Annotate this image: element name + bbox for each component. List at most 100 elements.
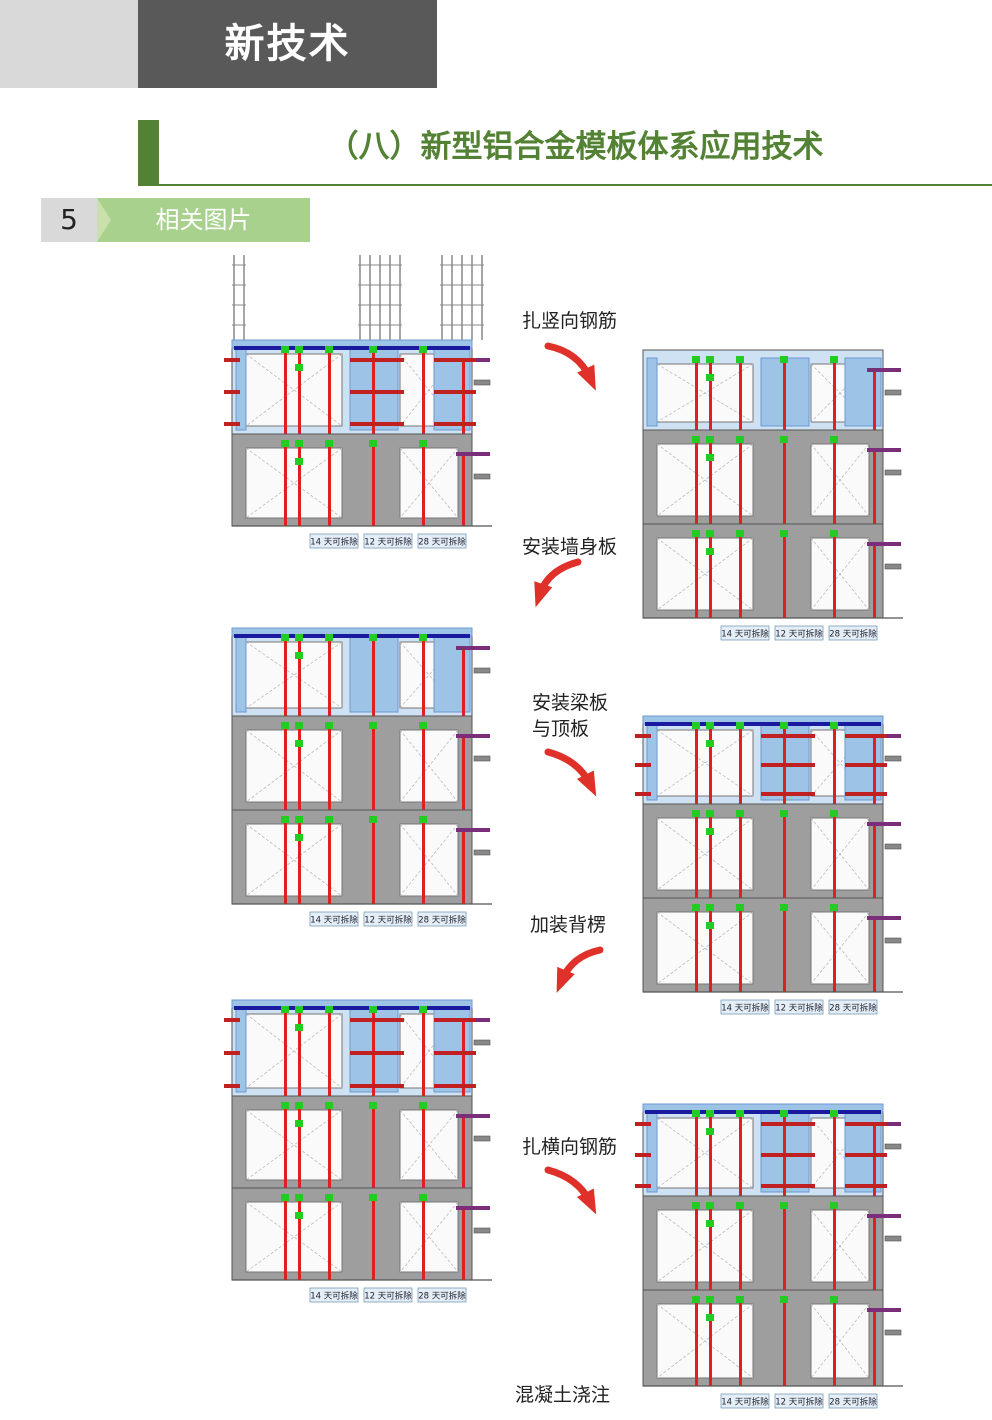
edge-post bbox=[873, 1216, 876, 1290]
rebar-column bbox=[328, 1198, 331, 1280]
support-node bbox=[419, 1006, 427, 1013]
support-node bbox=[325, 1006, 333, 1013]
stage-label-box bbox=[363, 533, 413, 549]
rebar-column bbox=[298, 1106, 301, 1188]
support-node bbox=[706, 828, 714, 835]
support-node bbox=[830, 722, 838, 729]
waler-brace bbox=[224, 358, 240, 362]
edge-post bbox=[873, 736, 876, 804]
rebar-column bbox=[284, 1198, 287, 1280]
wall-opening bbox=[245, 447, 343, 519]
rebar-column bbox=[372, 1106, 375, 1188]
rebar-column bbox=[739, 1114, 742, 1196]
rebar-column bbox=[422, 638, 425, 716]
opening-diagonal bbox=[810, 911, 870, 985]
stage-label: 12 天可拆除 bbox=[364, 1291, 412, 1302]
rebar-column bbox=[739, 1300, 742, 1386]
support-node bbox=[692, 904, 700, 911]
rebar-column bbox=[709, 726, 712, 804]
step-arrow-icon bbox=[534, 558, 582, 608]
support-node bbox=[830, 1110, 838, 1117]
support-node bbox=[295, 740, 303, 747]
balcony-ledge bbox=[884, 1143, 902, 1150]
waler-brace bbox=[635, 763, 651, 767]
rebar-column bbox=[833, 1114, 836, 1196]
opening-diagonal bbox=[399, 823, 459, 897]
support-node bbox=[419, 722, 427, 729]
balcony-ledge bbox=[884, 1235, 902, 1242]
support-node bbox=[780, 1296, 788, 1303]
support-node bbox=[369, 440, 377, 447]
waler-brace bbox=[635, 1153, 651, 1157]
rebar-column bbox=[695, 726, 698, 804]
section-label-box: 相关图片 bbox=[97, 198, 310, 242]
waler-brace bbox=[761, 1153, 815, 1157]
edge-post bbox=[873, 450, 876, 524]
formwork-panel bbox=[646, 357, 658, 427]
rebar-column bbox=[783, 440, 786, 524]
support-node bbox=[736, 356, 744, 363]
slab-edge-line bbox=[645, 722, 881, 726]
rebar-column bbox=[298, 638, 301, 716]
support-node bbox=[295, 440, 303, 447]
balcony-ledge bbox=[884, 563, 902, 570]
page-title: （八）新型铝合金模板体系应用技术 bbox=[327, 129, 824, 165]
edge-bracket bbox=[456, 734, 490, 738]
stage-label-box bbox=[363, 911, 413, 927]
waler-brace bbox=[845, 1153, 887, 1157]
support-node bbox=[295, 1120, 303, 1127]
waler-brace bbox=[350, 390, 404, 394]
support-node bbox=[281, 1194, 289, 1201]
support-node bbox=[706, 374, 714, 381]
support-node bbox=[692, 1296, 700, 1303]
waler-brace bbox=[350, 358, 404, 362]
edge-bracket bbox=[456, 1206, 490, 1210]
stage-label-box bbox=[417, 533, 467, 549]
rebar-column bbox=[739, 908, 742, 992]
edge-bracket bbox=[456, 452, 490, 456]
header-category: 新技术 bbox=[138, 0, 437, 88]
stage-label: 28 天可拆除 bbox=[829, 629, 877, 640]
opening-diagonal bbox=[656, 1303, 754, 1379]
rebar-column bbox=[833, 726, 836, 804]
rebar-column bbox=[739, 814, 742, 898]
support-node bbox=[706, 904, 714, 911]
support-node bbox=[295, 1102, 303, 1109]
opening-diagonal bbox=[810, 1209, 870, 1283]
waler-brace bbox=[635, 792, 651, 796]
edge-bracket bbox=[867, 916, 901, 920]
waler-brace bbox=[350, 422, 404, 426]
waler-brace bbox=[845, 763, 887, 767]
stage-label: 28 天可拆除 bbox=[418, 915, 466, 926]
support-node bbox=[369, 1194, 377, 1201]
support-node bbox=[692, 436, 700, 443]
support-node bbox=[830, 1202, 838, 1209]
stage-label: 28 天可拆除 bbox=[829, 1003, 877, 1014]
opening-diagonal bbox=[810, 537, 870, 611]
edge-post bbox=[462, 1208, 465, 1280]
waler-brace bbox=[434, 1084, 476, 1088]
opening-diagonal bbox=[810, 443, 870, 517]
support-node bbox=[780, 810, 788, 817]
support-node bbox=[706, 740, 714, 747]
stage-label-box bbox=[774, 999, 824, 1015]
rebar-column bbox=[298, 350, 301, 434]
stage-label-box bbox=[309, 1287, 359, 1303]
stage-label-box bbox=[828, 625, 878, 641]
edge-post bbox=[873, 370, 876, 430]
rebar-column bbox=[284, 350, 287, 434]
stage-label-box bbox=[774, 625, 824, 641]
opening-diagonal bbox=[399, 447, 459, 519]
arrow-head bbox=[534, 581, 553, 608]
support-node bbox=[295, 834, 303, 841]
support-node bbox=[780, 530, 788, 537]
edge-bracket bbox=[867, 1214, 901, 1218]
rebar-column bbox=[372, 638, 375, 716]
rebar-column bbox=[783, 360, 786, 430]
rebar-column bbox=[328, 820, 331, 904]
waler-brace bbox=[761, 734, 815, 738]
support-node bbox=[295, 634, 303, 641]
opening-diagonal bbox=[656, 443, 754, 517]
opening-diagonal bbox=[656, 817, 754, 891]
